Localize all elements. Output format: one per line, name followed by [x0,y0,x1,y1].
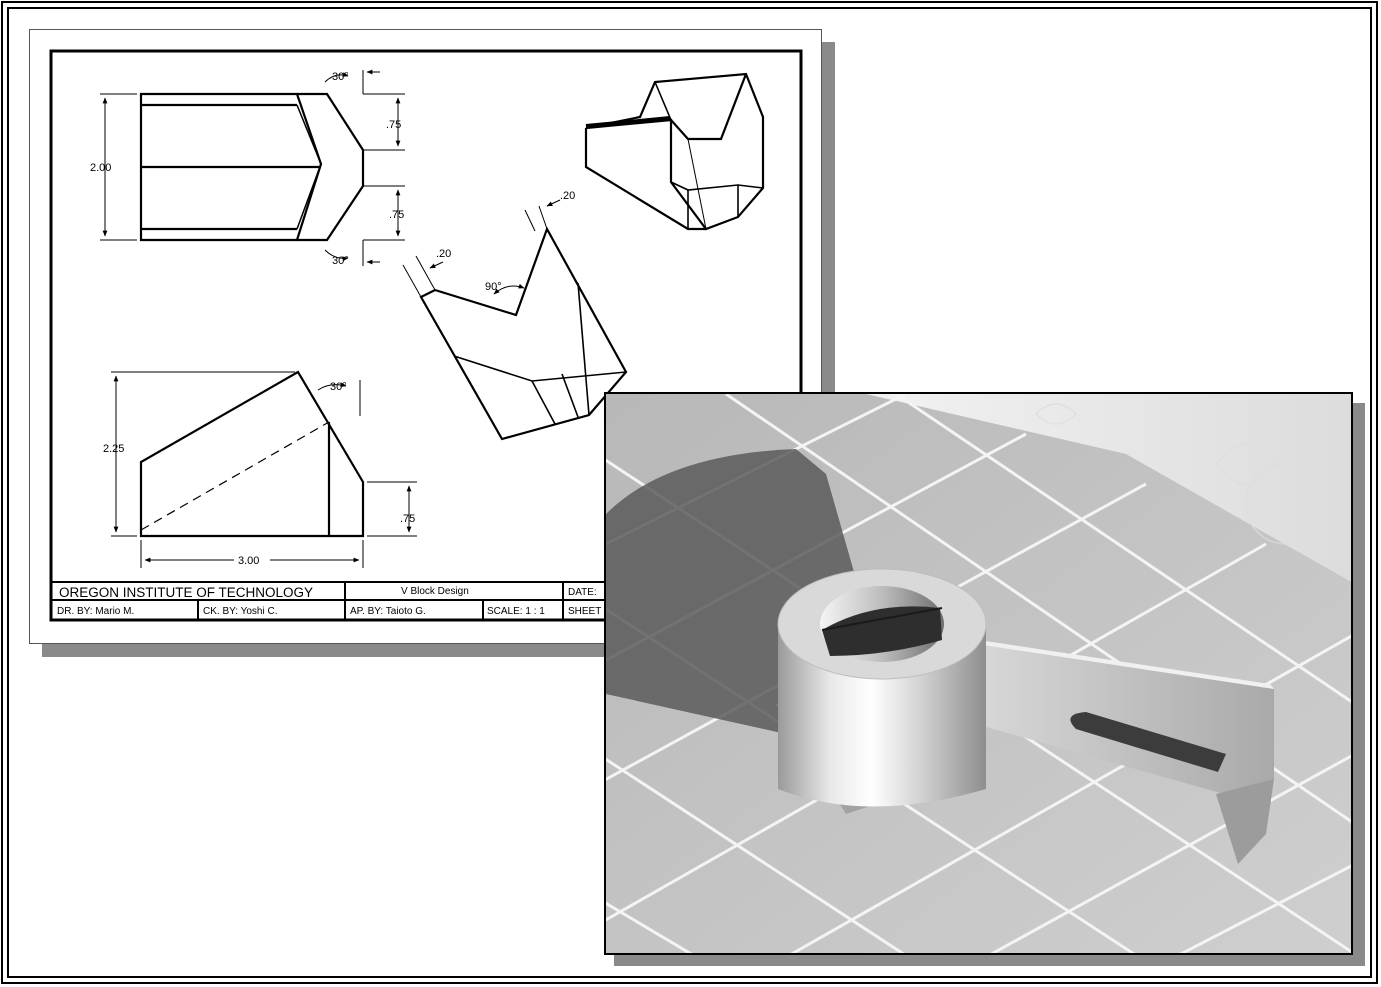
title-block-approved-by: AP. BY: Taioto G. [350,606,426,617]
dim-3-00: 3.00 [238,555,259,567]
3d-render-panel [604,392,1353,955]
dim-2-25: 2.25 [103,443,124,455]
top-view [139,92,365,242]
dim-side-075: .75 [400,513,415,525]
title-block-sheet-label: SHEET [568,606,601,617]
dim-angle-top: 30° [332,71,349,83]
bracket-arm [972,639,1274,864]
dim-left-020: .20 [436,248,451,260]
dim-right-020: .20 [560,190,575,202]
dim-2-00: 2.00 [90,162,111,174]
render-canvas [606,394,1351,953]
title-block-date-label: DATE: [568,587,597,598]
title-block-scale: SCALE: 1 : 1 [487,606,545,617]
front-view [139,370,365,538]
dim-bottom-075: .75 [389,209,404,221]
dim-top-075: .75 [386,119,401,131]
dim-angle-side: 30° [330,381,347,393]
isometric-view [584,72,765,231]
title-block-checked-by: CK. BY: Yoshi C. [203,606,278,617]
title-block-drawn-by: DR. BY: Mario M. [57,606,134,617]
cylinder-boss [777,568,987,807]
drawing-border [49,49,803,622]
wall [866,394,1351,582]
dim-angle-90: 90° [485,281,502,293]
inner-frame [7,7,1372,978]
dim-angle-bottom: 30° [332,255,349,267]
auxiliary-view [419,226,628,441]
title-block-company: OREGON INSTITUTE OF TECHNOLOGY [59,585,313,600]
title-block-drawing-title: V Block Design [401,586,469,597]
